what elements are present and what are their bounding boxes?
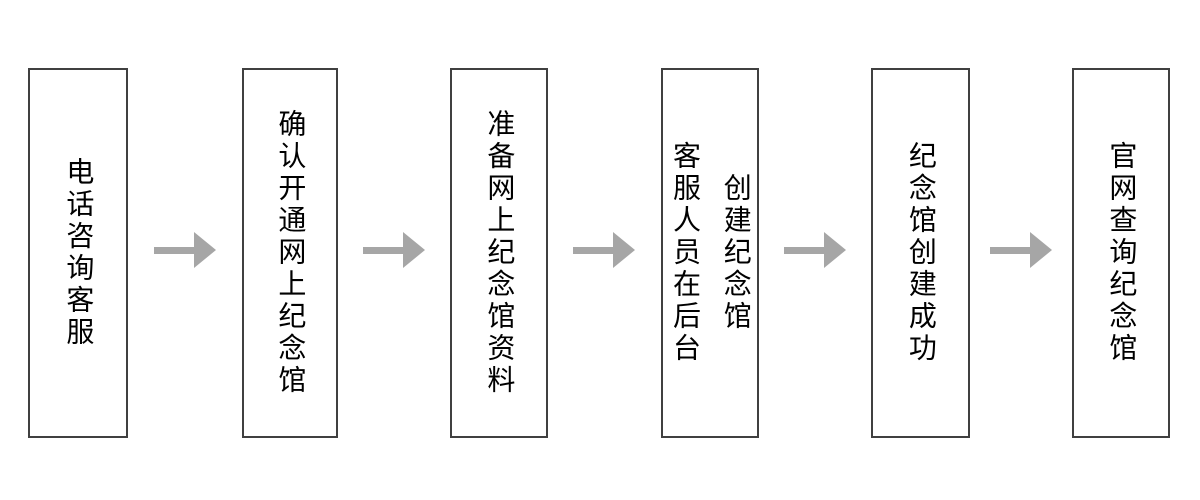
- arrow-shaft: [363, 246, 403, 254]
- flow-step-create-success: 纪念馆创建成功: [871, 68, 970, 438]
- arrow-shaft: [990, 246, 1030, 254]
- flow-step-confirm-open: 确认开通网上纪念馆: [242, 68, 338, 438]
- arrow-shaft: [573, 246, 613, 254]
- arrow-head: [194, 232, 216, 268]
- flow-step-query-official-site: 官网查询纪念馆: [1072, 68, 1170, 438]
- arrow-head: [1030, 232, 1052, 268]
- flow-step-phone-consult: 电话咨询客服: [28, 68, 128, 438]
- arrow-head: [613, 232, 635, 268]
- flow-step-prepare-materials: 准备网上纪念馆资料: [450, 68, 548, 438]
- flow-step-label-column: 客服人员在后台: [670, 141, 701, 365]
- arrow-right-icon: [363, 232, 425, 268]
- arrow-right-icon: [154, 232, 216, 268]
- arrow-head: [824, 232, 846, 268]
- flow-step-label: 确认开通网上纪念馆: [275, 109, 307, 397]
- arrow-right-icon: [573, 232, 635, 268]
- arrow-shaft: [784, 246, 824, 254]
- arrow-right-icon: [990, 232, 1052, 268]
- arrow-right-icon: [784, 232, 846, 268]
- flow-step-label-column: 创建纪念馆: [720, 173, 752, 333]
- flow-step-label: 纪念馆创建成功: [905, 141, 937, 365]
- flow-step-label: 官网查询纪念馆: [1106, 141, 1138, 365]
- flow-step-label: 准备网上纪念馆资料: [484, 109, 516, 397]
- flow-step-label: 电话咨询客服: [63, 157, 95, 349]
- arrow-head: [403, 232, 425, 268]
- flow-step-staff-create: 客服人员在后台 创建纪念馆: [661, 68, 759, 438]
- arrow-shaft: [154, 246, 194, 254]
